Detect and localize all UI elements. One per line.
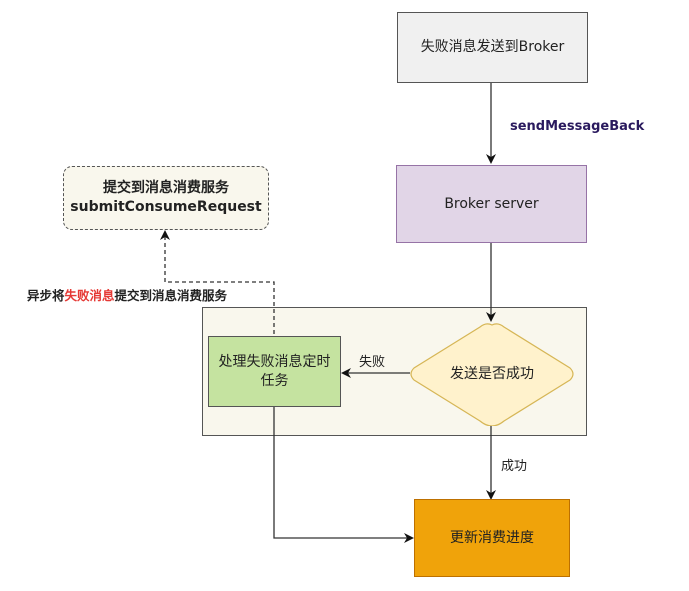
send-message-back-label: sendMessageBack xyxy=(510,119,645,134)
edge-task-to-update xyxy=(273,407,414,543)
fail-label: 失败 xyxy=(359,355,386,370)
broker-server-label: Broker server xyxy=(444,195,539,212)
update-progress-label: 更新消费进度 xyxy=(450,529,534,546)
decision-label-wrap: 发送是否成功 xyxy=(408,322,576,426)
decision-diamond-shape xyxy=(410,323,574,426)
send-success-label: 发送是否成功 xyxy=(450,365,534,382)
handle-failed-task-box[interactable]: 处理失败消息定时任务 xyxy=(208,336,341,407)
send-to-broker-box[interactable]: 失败消息发送到Broker xyxy=(397,12,588,83)
async-submit-label: 异步将失败消息提交到消息消费服务 xyxy=(27,285,228,304)
submit-service-method: submitConsumeRequest xyxy=(70,199,262,215)
submit-consume-service-box[interactable]: 提交到消息消费服务 submitConsumeRequest xyxy=(63,166,269,230)
update-progress-box[interactable]: 更新消费进度 xyxy=(414,499,570,577)
send-success-decision[interactable] xyxy=(408,322,576,426)
edge-async-submit xyxy=(160,230,275,334)
async-suffix: 提交到消息消费服务 xyxy=(114,288,228,303)
broker-server-box[interactable]: Broker server xyxy=(396,165,587,243)
async-prefix: 异步将 xyxy=(27,288,65,303)
success-label: 成功 xyxy=(501,459,528,474)
handle-failed-task-label: 处理失败消息定时任务 xyxy=(218,353,331,389)
submit-service-title: 提交到消息消费服务 xyxy=(103,180,229,197)
send-to-broker-label: 失败消息发送到Broker xyxy=(420,39,565,56)
async-highlight: 失败消息 xyxy=(64,288,115,303)
